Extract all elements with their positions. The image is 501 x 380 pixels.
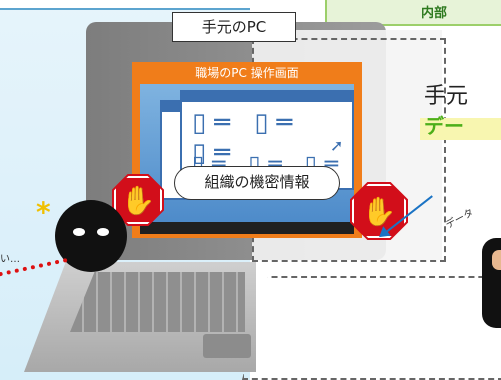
folder-icon: ▯═ ▯═ ▯═	[192, 108, 301, 168]
touchpad	[203, 334, 251, 358]
window-titlebar	[182, 92, 352, 102]
confidential-info-label: 組織の機密情報	[174, 166, 340, 200]
remote-screen-title: 職場のPC 操作画面	[195, 66, 299, 80]
right-header: 内部	[325, 0, 501, 26]
local-pc-label: 手元のPC	[172, 12, 296, 42]
text-highlight	[420, 118, 501, 140]
right-heading-line2: デー	[424, 114, 464, 138]
right-laptop-base-outline	[242, 276, 501, 380]
keyboard	[70, 272, 245, 332]
hacker-speech-fragment: い…	[0, 254, 20, 265]
cursor-icon: ➚	[330, 136, 344, 155]
taskbar	[140, 222, 354, 234]
right-header-label: 内部	[421, 6, 448, 21]
left-top-border	[0, 0, 250, 10]
warning-burst-icon: ⁎	[36, 188, 51, 221]
hacker-icon	[55, 200, 127, 272]
right-heading-line1: 手元	[424, 84, 469, 109]
hacker-eye	[97, 228, 109, 236]
stop-hand-icon: ✋	[350, 182, 408, 240]
person-face	[492, 250, 501, 270]
hacker-eye	[73, 228, 85, 236]
stop-hand-icon: ✋	[112, 174, 164, 226]
